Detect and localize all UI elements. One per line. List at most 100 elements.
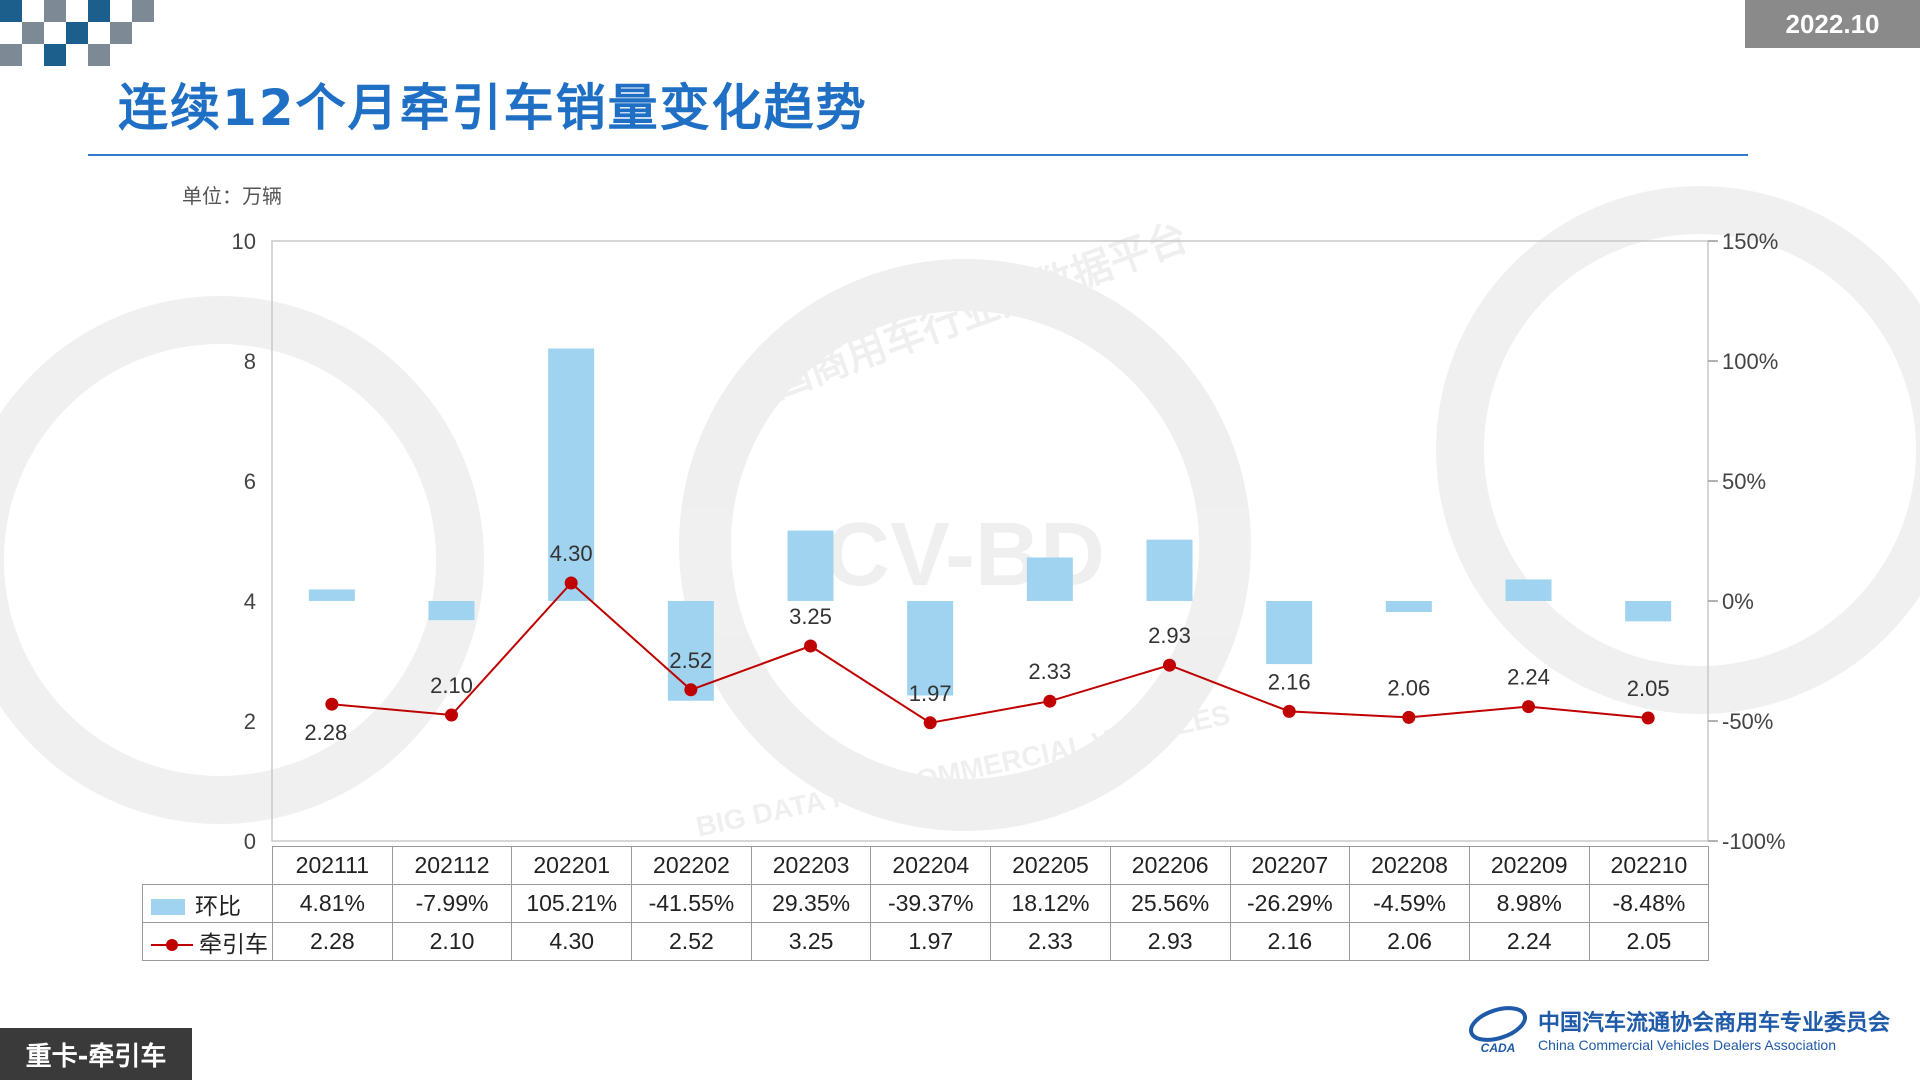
watermark: CV-BD 全国商用车行业大数据平台 BIG DATA FOR COMMERCI… <box>0 186 1920 843</box>
line-point <box>1522 700 1535 714</box>
data-label: 2.24 <box>1507 665 1550 690</box>
org-name-en: China Commercial Vehicles Dealers Associ… <box>1537 1037 1837 1053</box>
table-header-cell: 202208 <box>1349 846 1470 885</box>
table-header-cell: 202202 <box>631 846 752 885</box>
bar <box>1146 539 1193 601</box>
table-header-row: 202111 202112 202201 202202 202203 20220… <box>142 846 1710 885</box>
table-cell: 2.52 <box>631 922 752 961</box>
table-header-cell: 202207 <box>1229 846 1351 885</box>
line-series-points <box>325 576 1655 730</box>
y-right-tick-label: -50% <box>1722 709 1773 734</box>
table-header-cell: 202209 <box>1468 846 1590 885</box>
bar <box>1505 579 1552 601</box>
table-cell: 25.56% <box>1109 884 1231 923</box>
y-right-tick-label: 150% <box>1722 229 1778 254</box>
table-cell: 18.12% <box>990 884 1111 923</box>
data-label: 2.93 <box>1148 623 1191 648</box>
bar-series <box>308 348 1672 701</box>
table-header-cell: 202203 <box>750 846 872 885</box>
line-point <box>1163 658 1176 672</box>
table-cell: 2.16 <box>1229 922 1351 961</box>
table-cell: 2.28 <box>272 922 393 961</box>
page-title: 连续12个月牵引车销量变化趋势 <box>118 79 868 137</box>
table-cell: 4.81% <box>272 884 393 923</box>
data-label: 2.16 <box>1268 669 1311 694</box>
data-label: 4.30 <box>550 541 593 566</box>
data-label: 1.97 <box>909 681 952 706</box>
y-left-tick-label: 6 <box>244 469 256 494</box>
date-badge: 2022.10 <box>1745 0 1920 48</box>
legend-tractor: 牵引车 <box>142 922 273 961</box>
y-left-tick-label: 10 <box>232 229 256 254</box>
line-point <box>445 708 458 722</box>
line-series-path <box>331 581 1649 724</box>
section-tag: 重卡-牵引车 <box>0 1028 192 1080</box>
title-divider <box>88 154 1748 156</box>
table-row-tractor: 牵引车 2.28 2.10 4.30 2.52 3.25 1.97 2.33 2… <box>142 922 1710 961</box>
legend-bar-icon <box>151 899 185 916</box>
table-cell: 2.06 <box>1349 922 1470 961</box>
line-point <box>1641 711 1655 725</box>
y-right-tick-label: 100% <box>1722 349 1778 374</box>
plot-area <box>271 240 1709 842</box>
legend-tractor-label: 牵引车 <box>199 930 268 957</box>
table-header-cell: 202111 <box>272 846 393 885</box>
cada-logo-icon: CADA <box>1469 1006 1527 1055</box>
line-point <box>923 716 937 730</box>
bar <box>787 530 834 601</box>
table-header-cell: 202210 <box>1588 846 1710 885</box>
table-cell: 105.21% <box>511 884 633 923</box>
table-row-mom: 环比 4.81% -7.99% 105.21% -41.55% 29.35% -… <box>142 884 1710 923</box>
corner-pattern-icon <box>0 0 154 66</box>
table-cell: 4.30 <box>511 922 633 961</box>
y-right-tick-label: 0% <box>1722 589 1754 614</box>
data-label: 2.33 <box>1028 659 1071 684</box>
data-label: 2.28 <box>304 720 347 745</box>
table-cell: 8.98% <box>1468 884 1590 923</box>
bar <box>548 348 595 601</box>
table-cell: 3.25 <box>750 922 872 961</box>
table-cell: 2.24 <box>1468 922 1590 961</box>
bar <box>1385 601 1432 613</box>
table-header-cell: 202112 <box>391 846 513 885</box>
table-cell: -8.48% <box>1588 884 1710 923</box>
y-right-tick-label: 50% <box>1722 469 1766 494</box>
table-cell: -7.99% <box>391 884 513 923</box>
table-cell: 29.35% <box>750 884 872 923</box>
line-point <box>1043 694 1057 708</box>
table-cell: 1.97 <box>870 922 992 961</box>
y-left-tick-label: 4 <box>244 589 256 614</box>
bar <box>1625 601 1672 622</box>
unit-label: 单位：万辆 <box>182 184 282 208</box>
footer-logo: CADA 中国汽车流通协会商用车专业委员会 China Commercial V… <box>1464 1002 1890 1056</box>
table-cell: -26.29% <box>1229 884 1351 923</box>
table-cell: -39.37% <box>870 884 992 923</box>
data-label: 2.10 <box>430 673 473 698</box>
watermark-ring-center <box>679 259 1251 831</box>
y-left-tick-label: 8 <box>244 349 256 374</box>
line-point <box>684 683 698 697</box>
org-name-cn: 中国汽车流通协会商用车专业委员会 <box>1537 1010 1890 1036</box>
legend-mom: 环比 <box>142 884 273 923</box>
data-label: 2.06 <box>1387 675 1430 700</box>
table-header-cell: 202206 <box>1109 846 1231 885</box>
y-axis-right: -100% -50% 0% 50% 100% 150% <box>1708 229 1786 854</box>
bar <box>308 589 355 601</box>
table-cell: 2.10 <box>391 922 513 961</box>
logo-mark-text: CADA <box>1481 1041 1516 1055</box>
watermark-ring-left <box>0 296 484 824</box>
table-cell: -41.55% <box>631 884 752 923</box>
table-cell: 2.93 <box>1109 922 1231 961</box>
line-point <box>325 697 339 711</box>
table-cell: -4.59% <box>1349 884 1470 923</box>
line-point <box>804 639 817 653</box>
table-cell: 2.33 <box>990 922 1111 961</box>
line-point <box>1402 710 1416 724</box>
bar <box>428 601 475 621</box>
table-corner <box>142 846 273 885</box>
watermark-ring-right <box>1436 186 1920 714</box>
data-label: 3.25 <box>789 604 832 629</box>
y-right-tick-label: -100% <box>1722 829 1786 854</box>
